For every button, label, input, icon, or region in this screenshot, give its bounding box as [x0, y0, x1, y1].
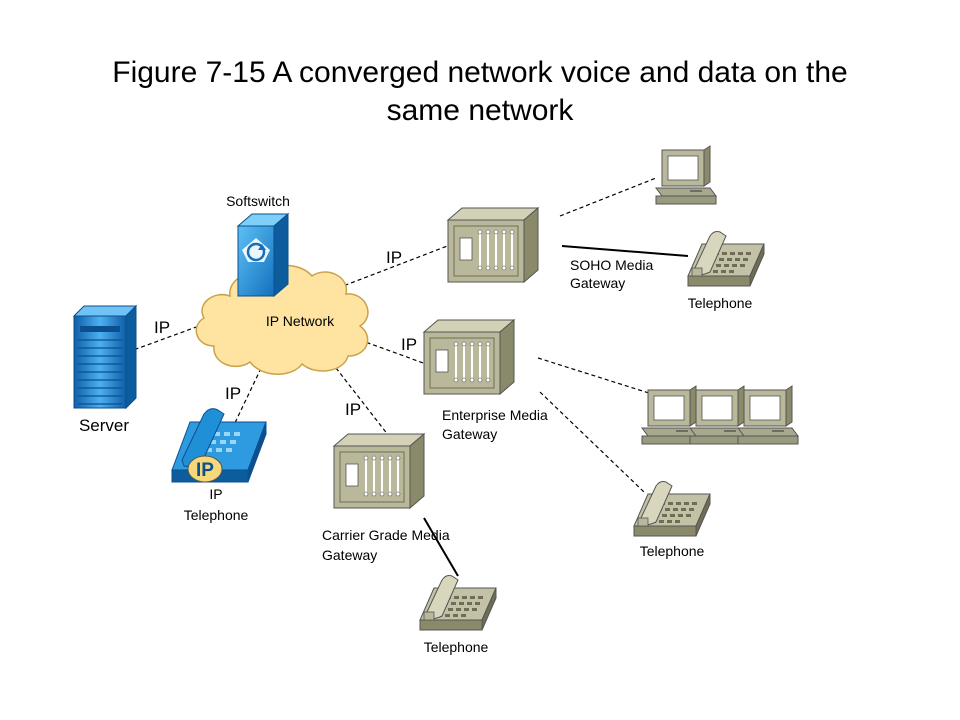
carrier-telephone — [419, 575, 497, 631]
ip-label-server-link: IP — [154, 318, 170, 337]
soho-gateway-label-line-2: Gateway — [570, 275, 625, 291]
ip-label-enterprise-link: IP — [401, 335, 417, 354]
link-cloud-enterprise — [359, 339, 427, 365]
link-enterprise-phone — [539, 391, 645, 493]
connections — [127, 177, 689, 577]
telephone-label-enterprise: Telephone — [640, 543, 705, 559]
enterprise-gateway-label-line-2: Gateway — [442, 426, 497, 442]
ip-label-carrier-link: IP — [345, 400, 361, 419]
link-cloud-carrier — [335, 367, 393, 441]
soho-telephone — [687, 231, 765, 287]
link-carrier-phone — [423, 517, 459, 577]
server-label: Server — [79, 416, 129, 435]
ip-badge-icon — [187, 455, 223, 483]
title-line-1: Figure 7-15 A converged network voice an… — [112, 56, 847, 89]
carrier-gateway-label-line-2: Gateway — [322, 547, 377, 563]
carrier-gateway-label-line-1: Carrier Grade Media — [322, 527, 450, 543]
soho-media-gateway — [447, 207, 539, 283]
softswitch-device — [236, 212, 290, 298]
ip-badge-label: IP — [196, 460, 214, 481]
link-cloud-soho — [337, 244, 451, 289]
enterprise-computer-2 — [689, 385, 751, 445]
link-cloud-ipphone — [221, 361, 265, 451]
softswitch-label: Softswitch — [226, 193, 290, 209]
carrier-grade-media-gateway — [333, 433, 425, 509]
ip-network-label: IP Network — [266, 313, 335, 329]
soho-computer — [655, 145, 717, 205]
title-line-2: same network — [387, 94, 575, 127]
enterprise-computer-3 — [737, 385, 799, 445]
link-soho-phone — [561, 245, 689, 257]
enterprise-computer-1 — [641, 385, 703, 445]
telephone-label-carrier: Telephone — [424, 639, 489, 655]
ip-telephone-device: IP — [171, 408, 267, 483]
soho-gateway-label-line-1: SOHO Media — [570, 257, 653, 273]
enterprise-computers — [641, 385, 799, 445]
enterprise-media-gateway — [423, 319, 515, 395]
ip-label-ipphone-link: IP — [225, 384, 241, 403]
enterprise-telephone — [633, 481, 711, 537]
telephone-label-soho: Telephone — [688, 295, 753, 311]
ip-telephone-label-line-2: Telephone — [184, 507, 249, 523]
link-enterprise-pcs — [537, 357, 653, 395]
link-soho-pc — [559, 177, 657, 217]
ip-label-soho-link: IP — [386, 248, 402, 267]
ip-telephone-label-line-1: IP — [209, 486, 222, 502]
server-device — [72, 304, 138, 410]
enterprise-gateway-label-line-1: Enterprise Media — [442, 407, 548, 423]
